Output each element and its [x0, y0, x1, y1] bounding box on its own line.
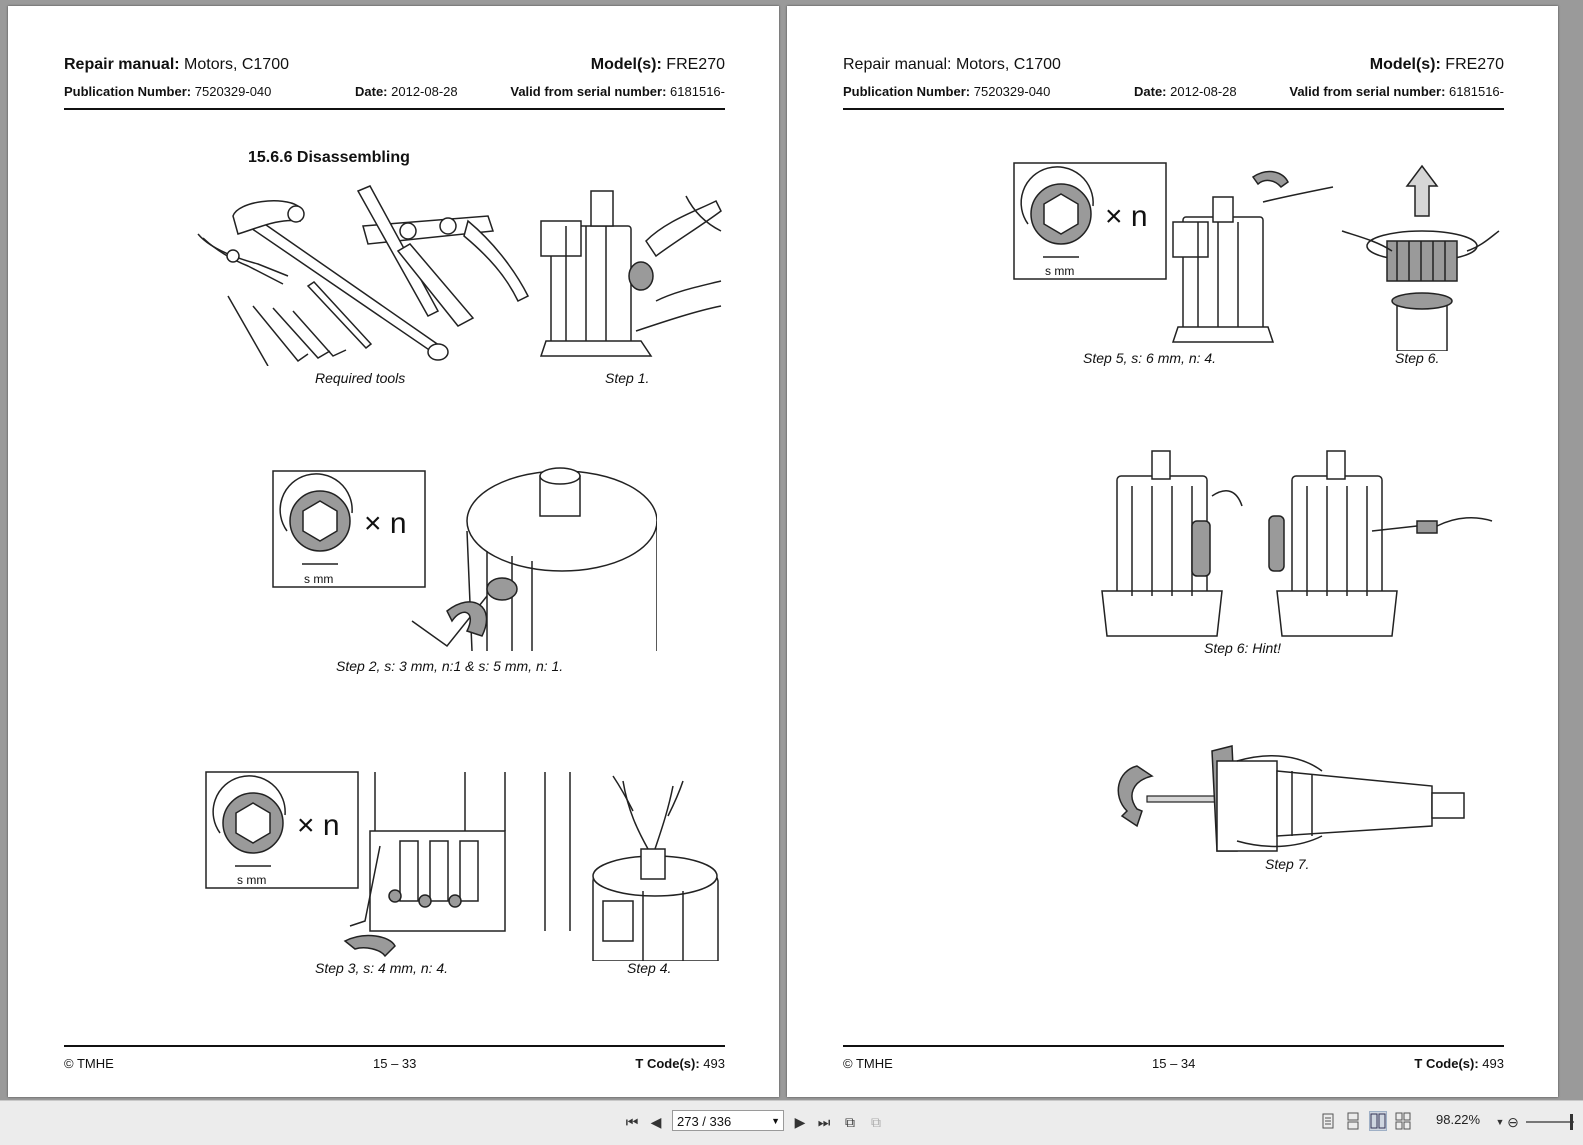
footer-page-number: 15 – 34 — [1152, 1056, 1196, 1071]
pub-label: Publication Number: — [843, 84, 971, 99]
header-rule — [64, 108, 725, 110]
last-page-icon[interactable]: ⏭ — [817, 1114, 831, 1130]
caption-step2: Step 2, s: 3 mm, n:1 & s: 5 mm, n: 1. — [336, 658, 564, 674]
required-tools-illustration — [197, 185, 530, 366]
pub-label: Publication Number: — [64, 84, 192, 99]
page-right: Repair manual: Motors, C1700 Model(s): F… — [787, 6, 1558, 1097]
serial-value: 6181516- — [670, 84, 725, 99]
header-line-1: Repair manual: Motors, C1700 Model(s): F… — [843, 56, 1504, 78]
two-page-continuous-icon[interactable] — [1395, 1112, 1411, 1130]
header-rule — [843, 108, 1504, 110]
model-value: FRE270 — [666, 56, 725, 73]
manual-label: Repair manual: — [64, 56, 180, 73]
manual-value: Motors, C1700 — [955, 56, 1061, 73]
tcode-value: 493 — [703, 1056, 725, 1071]
header-line-2: Publication Number: 7520329-040 Date: 20… — [843, 84, 1504, 102]
footer-copyright: © TMHE — [64, 1056, 114, 1071]
serial-value: 6181516- — [1449, 84, 1504, 99]
step3-illustration: × n s mm — [205, 771, 571, 958]
step1-illustration — [539, 190, 722, 357]
footer-rule — [64, 1045, 725, 1047]
model-value: FRE270 — [1445, 56, 1504, 73]
header-line-1: Repair manual: Motors, C1700 Model(s): F… — [64, 56, 725, 78]
zoom-out-icon[interactable]: ⊖ — [1507, 1114, 1519, 1130]
caption-step4: Step 4. — [627, 960, 672, 976]
pub-value: 7520329-040 — [973, 84, 1051, 99]
step7-illustration — [1117, 745, 1465, 852]
s-mm-label: s mm — [304, 572, 333, 586]
serial-label: Valid from serial number: — [1289, 84, 1446, 99]
date-value: 2012-08-28 — [391, 84, 458, 99]
footer: © TMHE 15 – 34 T Code(s): 493 — [843, 1056, 1504, 1074]
step4-illustration — [592, 775, 719, 961]
s-mm-label: s mm — [1045, 264, 1074, 278]
page-number-input[interactable]: 273 / 336 ▼ — [672, 1110, 784, 1131]
zoom-slider-handle[interactable] — [1570, 1114, 1573, 1130]
caption-step7: Step 7. — [1265, 856, 1310, 872]
model-label: Model(s): — [1369, 56, 1441, 73]
page-indicator: 273 / 336 — [677, 1114, 732, 1129]
caption-step6: Step 6. — [1395, 350, 1440, 366]
previous-page-icon[interactable]: ◀ — [650, 1114, 662, 1130]
single-page-view-icon[interactable] — [1320, 1112, 1336, 1130]
chevron-down-icon[interactable]: ▼ — [771, 1116, 780, 1126]
continuous-view-icon[interactable] — [1345, 1112, 1361, 1130]
pub-value: 7520329-040 — [194, 84, 272, 99]
date-label: Date: — [1134, 84, 1167, 99]
step6-illustration — [1341, 164, 1500, 351]
section-title: 15.6.6 Disassembling — [248, 149, 410, 166]
date-value: 2012-08-28 — [1170, 84, 1237, 99]
footer: © TMHE 15 – 33 T Code(s): 493 — [64, 1056, 725, 1074]
serial-label: Valid from serial number: — [510, 84, 667, 99]
copy-page-icon[interactable]: ⧉ — [845, 1114, 855, 1130]
page-left: Repair manual: Motors, C1700 Model(s): F… — [8, 6, 779, 1097]
zoom-level[interactable]: 98.22% — [1436, 1112, 1481, 1127]
tcode-label: T Code(s): — [635, 1056, 700, 1071]
first-page-icon[interactable]: ⏮ — [625, 1114, 639, 1130]
tcode-value: 493 — [1482, 1056, 1504, 1071]
manual-label: Repair manual: — [843, 56, 952, 73]
step6-hint-illustration — [1101, 450, 1493, 637]
s-mm-label: s mm — [237, 873, 266, 887]
caption-step1: Step 1. — [605, 370, 650, 386]
zoom-dropdown-icon[interactable]: ▼ — [1495, 1117, 1505, 1127]
caption-step5: Step 5, s: 6 mm, n: 4. — [1083, 350, 1217, 366]
zoom-slider[interactable] — [1526, 1121, 1574, 1123]
step2-illustration: × n s mm — [272, 467, 657, 652]
date-label: Date: — [355, 84, 388, 99]
paste-page-icon[interactable]: ⧉ — [871, 1114, 881, 1130]
times-n-label: × n — [297, 809, 340, 842]
caption-step3: Step 3, s: 4 mm, n: 4. — [315, 960, 449, 976]
viewer-toolbar: ⏮ ◀ 273 / 336 ▼ ▶ ⏭ ⧉ ⧉ 98.22% ▼ ⊖ — [0, 1100, 1583, 1145]
times-n-label: × n — [1105, 200, 1148, 233]
header-line-2: Publication Number: 7520329-040 Date: 20… — [64, 84, 725, 102]
two-page-view-icon[interactable] — [1369, 1111, 1387, 1131]
caption-required-tools: Required tools — [315, 370, 406, 386]
footer-page-number: 15 – 33 — [373, 1056, 417, 1071]
step5-illustration: × n s mm — [1013, 162, 1334, 343]
tcode-label: T Code(s): — [1414, 1056, 1479, 1071]
times-n-label: × n — [364, 507, 407, 540]
footer-copyright: © TMHE — [843, 1056, 893, 1071]
next-page-icon[interactable]: ▶ — [794, 1114, 806, 1130]
manual-value: Motors, C1700 — [184, 56, 289, 73]
caption-step6-hint: Step 6: Hint! — [1204, 640, 1282, 656]
footer-rule — [843, 1045, 1504, 1047]
model-label: Model(s): — [590, 56, 662, 73]
